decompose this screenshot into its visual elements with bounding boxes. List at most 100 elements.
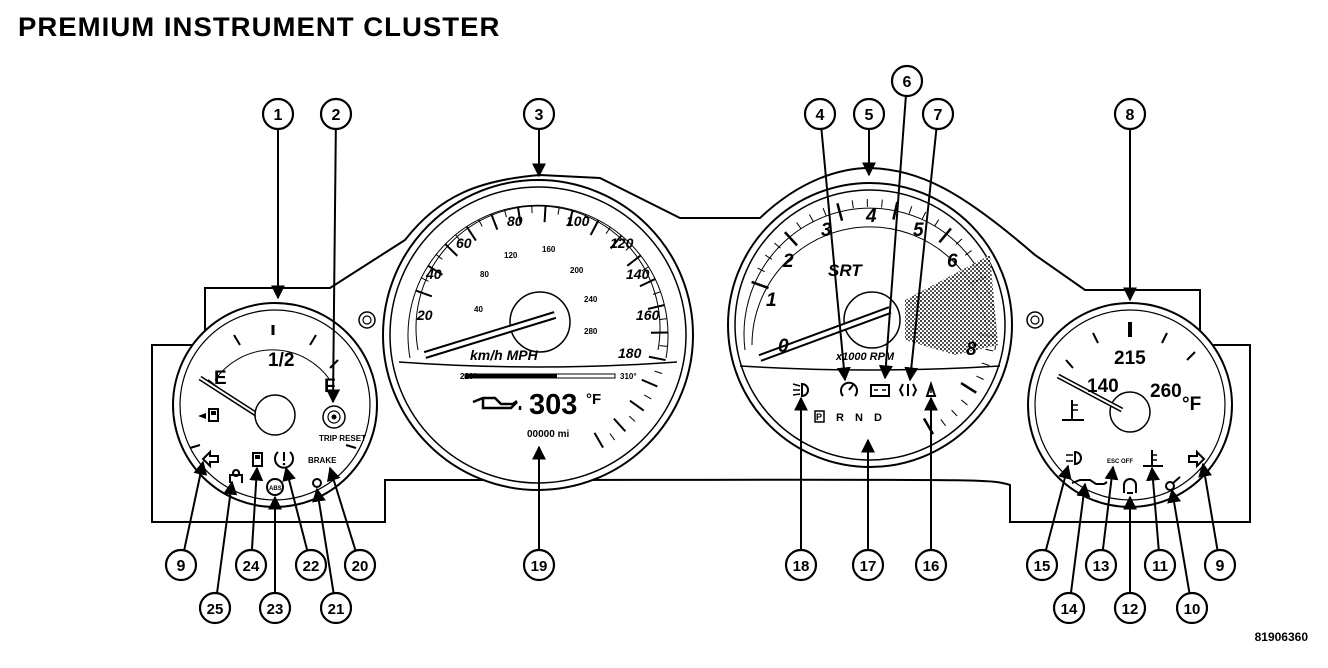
rpm-label: 5 <box>913 220 924 241</box>
fuel-empty-label: E <box>214 368 227 389</box>
kmh-label: 200 <box>570 266 584 275</box>
rpm-label: 1 <box>766 290 777 311</box>
rpm-label: 6 <box>947 251 958 272</box>
callout-circle <box>258 591 292 625</box>
callout-number: 18 <box>793 558 810 575</box>
callout-arrow <box>216 480 238 594</box>
callout-arrow <box>326 128 341 404</box>
callout-number: 15 <box>1034 558 1051 575</box>
airbag-indicator-icon <box>312 478 322 488</box>
oil-temp-value: 303 <box>529 389 577 421</box>
mph-label: 60 <box>456 235 472 251</box>
redline-zone <box>905 255 998 355</box>
callout-number: 23 <box>267 601 284 618</box>
kmh-label: 40 <box>474 305 483 314</box>
temp-gauge <box>1027 302 1233 508</box>
callout-arrow <box>1167 488 1191 594</box>
door-ajar-icon <box>925 380 937 397</box>
headlamp-icon <box>1066 450 1082 466</box>
cruise-icon <box>840 381 858 397</box>
odometer-value: 00000 mi <box>527 429 569 440</box>
callout-number: 9 <box>177 558 186 575</box>
callout-number: 16 <box>923 558 940 575</box>
gear-n: N <box>855 412 863 424</box>
rpm-label: 0 <box>778 336 789 357</box>
callout-circle <box>164 548 198 582</box>
turn-left-icon <box>201 449 219 469</box>
battery-icon <box>870 384 890 397</box>
callout-number: 11 <box>1152 558 1168 575</box>
oil-pressure-icon <box>1071 479 1108 485</box>
callout-circle <box>803 97 837 131</box>
mph-label: 160 <box>636 307 660 323</box>
abs-icon: ABS <box>266 478 284 496</box>
park-indicator <box>814 410 825 423</box>
gear-r: R <box>836 412 844 424</box>
coolant-warning-icon <box>1143 450 1163 467</box>
temp-unit-label: °F <box>1182 394 1201 415</box>
callout-number: 9 <box>1216 558 1225 575</box>
svg-text:ABS: ABS <box>269 486 282 492</box>
callout-circle <box>1175 591 1209 625</box>
callout-arrow <box>1069 482 1091 594</box>
callout-circle <box>319 97 353 131</box>
kmh-label: 80 <box>480 270 489 279</box>
mph-label: 40 <box>425 266 442 282</box>
callout-arrow <box>327 466 357 551</box>
temp-mid-label: 215 <box>1114 348 1146 369</box>
callout-circle <box>1113 591 1147 625</box>
callout-arrow <box>1146 466 1161 551</box>
trip-reset-label: TRIP RESET <box>319 434 366 443</box>
callout-number: 13 <box>1093 558 1110 575</box>
callout-number: 6 <box>903 74 912 91</box>
rpm-label: 4 <box>865 206 877 227</box>
callout-circle <box>1084 548 1118 582</box>
callout-number: 8 <box>1126 107 1135 124</box>
callout-arrow <box>1044 464 1072 551</box>
traction-icon <box>898 383 918 397</box>
callout-number: 21 <box>328 601 345 618</box>
callout-number: 10 <box>1184 601 1201 618</box>
temp-low-label: 140 <box>1087 376 1119 397</box>
kmh-label: 160 <box>542 245 556 254</box>
fuel-full-label: F <box>324 376 336 397</box>
callout-number: 2 <box>332 107 341 124</box>
callout-circle <box>1143 548 1177 582</box>
page-title: PREMIUM INSTRUMENT CLUSTER <box>18 12 501 42</box>
callout-arrow <box>312 487 335 594</box>
mount-hole-left <box>358 311 376 329</box>
callout-arrow <box>1198 462 1219 551</box>
callout-arrow <box>904 128 938 382</box>
mount-hole-right <box>1026 311 1044 329</box>
brake-system-icon <box>1123 478 1137 494</box>
coolant-temp-icon <box>1062 400 1084 421</box>
callout-circle <box>522 97 556 131</box>
temp-high-label: 260 <box>1150 381 1182 402</box>
callout-circle <box>921 97 955 131</box>
callout-circle <box>261 97 295 131</box>
turn-right-icon <box>1188 449 1206 469</box>
fog-lamp-icon <box>792 382 809 398</box>
low-fuel-icon <box>252 452 263 467</box>
gear-p: P <box>816 412 822 422</box>
callout-circle <box>294 548 328 582</box>
callout-number: 14 <box>1061 601 1078 618</box>
oil-temp-unit: °F <box>586 391 601 408</box>
callout-arrow <box>820 128 851 382</box>
callout-number: 20 <box>352 558 369 575</box>
kmh-label: 120 <box>504 251 518 260</box>
callout-circle <box>1052 591 1086 625</box>
oil-scale-left: 220° <box>460 372 477 381</box>
tachometer <box>727 182 1013 468</box>
fuel-half-label: 1/2 <box>268 350 294 371</box>
callout-number: 17 <box>860 558 877 575</box>
callout-number: 4 <box>816 107 825 124</box>
callout-circle <box>198 591 232 625</box>
brake-label: BRAKE <box>308 456 337 465</box>
mph-label: 120 <box>610 235 634 251</box>
callout-circle <box>851 548 885 582</box>
cluster-bezel <box>151 166 1251 523</box>
callout-number: 7 <box>934 107 943 124</box>
